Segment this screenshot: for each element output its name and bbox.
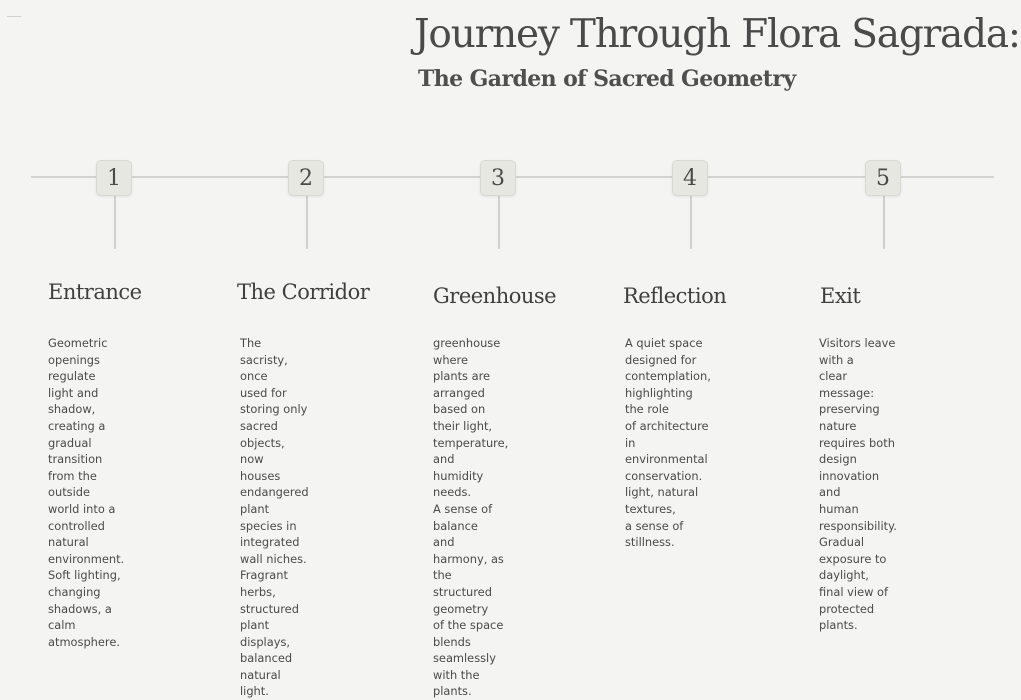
timeline-stem <box>498 195 500 249</box>
step-number-badge: 3 <box>480 160 516 196</box>
timeline-stem <box>883 195 885 249</box>
step-number-badge: 4 <box>672 160 708 196</box>
step-title: The Corridor <box>237 280 370 304</box>
step-description: Visitors leave with a clear message: pre… <box>819 336 897 633</box>
step-number-badge: 1 <box>96 160 132 196</box>
step-title: Reflection <box>623 284 727 308</box>
step-description: A quiet space designed for contemplation… <box>625 336 711 550</box>
step-description: Geometric openings regulate light and sh… <box>48 336 125 649</box>
step-title: Exit <box>820 284 861 308</box>
corner-mark <box>7 16 21 17</box>
timeline-stem <box>690 195 692 249</box>
page-title: Journey Through Flora Sagrada: <box>414 12 1021 57</box>
page-subtitle: The Garden of Sacred Geometry <box>418 66 796 92</box>
step-number-badge: 5 <box>865 160 901 196</box>
step-title: Greenhouse <box>433 284 557 308</box>
timeline-stem <box>114 195 116 249</box>
step-description: greenhouse where plants are arranged bas… <box>433 336 509 699</box>
step-title: Entrance <box>48 280 142 304</box>
timeline-stem <box>306 195 308 249</box>
step-description: The sacristy, once used for storing only… <box>240 336 309 699</box>
step-number-badge: 2 <box>288 160 324 196</box>
